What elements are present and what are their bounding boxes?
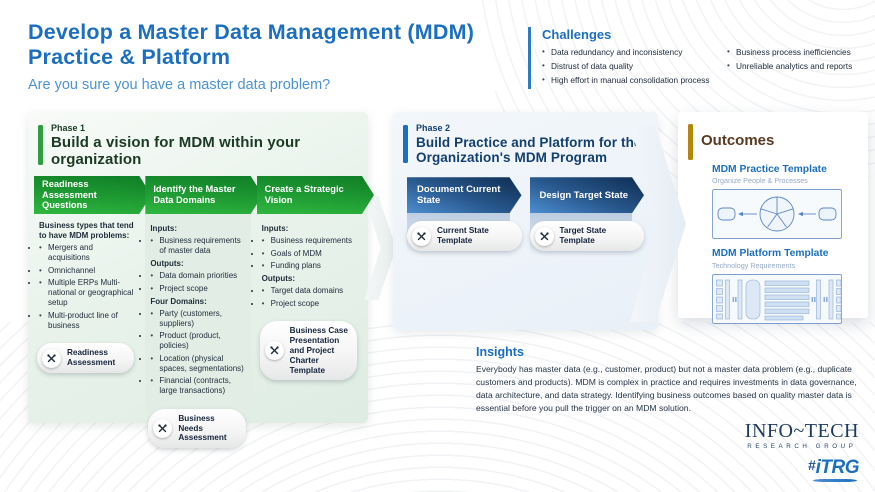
challenge-item: High effort in manual consolidation proc… [542,75,711,85]
tools-icon [534,226,554,246]
readiness-assessment-tool-button[interactable]: Readiness Assessment [37,343,135,373]
phase2-title: Build Practice and Platform for the Orga… [416,135,642,166]
challenges-list-right: Business process inefficiencies Unreliab… [727,47,860,89]
outcome-platform-template: MDM Platform Template Technology Require… [712,248,844,324]
page-subtitle: Are you sure you have a master data prob… [28,76,331,93]
phase2-step-current: Document Current State [407,177,522,256]
phase2-accent-bar [403,125,408,163]
header: Develop a Master Data Management (MDM) P… [28,20,523,93]
bullet-item: Multi-product line of business [39,311,134,331]
phase2-tools: Current State Template Target State Temp… [407,221,644,251]
bullet-item: Funding plans [262,261,357,271]
insights-section: Insights Everybody has master data (e.g.… [476,345,868,415]
step-arrow-readiness: Readiness Assessment Questions [34,176,151,214]
phase2-steps: Document Current State Design Target Sta… [407,177,645,256]
step-arrow-vision: Create a Strategic Vision [257,176,374,214]
domains-label: Four Domains: [150,296,207,306]
tools-icon [412,226,431,246]
business-case-template-button[interactable]: Business Case Presentation and Project C… [259,321,357,381]
phase1-accent-bar [38,125,43,165]
bullet-item: Party (customers, suppliers) [150,309,245,329]
challenge-item: Business process inefficiencies [727,47,860,57]
tool-label: Target State Template [559,226,607,246]
step-arrow-domains: Identify the Master Data Domains [145,176,262,214]
bullet-item: Mergers and acquisitions [39,243,134,263]
challenge-item: Data redundancy and inconsistency [542,47,711,57]
bullet-item: Omnichannel [39,266,134,276]
column-body: Inputs: Business requirements Goals of M… [257,214,362,313]
phase2-step-target: Design Target State [529,177,645,256]
tools-icon [264,341,284,361]
itrg-logo: #iTRG [745,457,860,479]
practice-template-diagram [712,189,842,240]
hash-glyph: # [807,457,816,473]
challenge-item: Unreliable analytics and reports [727,61,860,71]
phase1-title: Build a vision for MDM within your organ… [51,134,301,168]
challenges-list-left: Data redundancy and inconsistency Distru… [542,47,711,89]
bullet-item: Product (product, policies) [150,331,245,351]
itrg-wordmark: iTRG [815,457,860,478]
phase2-header: Phase 2 Build Practice and Platform for … [393,112,658,165]
platform-template-diagram [712,273,842,324]
bullet-item: Project scope [150,284,245,294]
bullet-item: Multiple ERPs Multi-national or geograph… [39,278,134,308]
outputs-label: Outputs: [261,274,295,284]
infotech-logo: INFO~TECH RESEARCH GROUP #iTRG [744,420,860,482]
column-body: Inputs: Business requirements of master … [145,214,250,401]
bullet-item: Data domain priorities [150,271,245,281]
tool-label: Readiness Assessment [67,348,116,368]
phase2-label: Phase 2 [416,123,451,133]
infotech-subtext: RESEARCH GROUP [747,443,857,450]
step-arrow-current-state: Document Current State [407,177,522,213]
current-state-template-button[interactable]: Current State Template [407,221,522,251]
outcomes-panel: Outcomes MDM Practice Template Organize … [678,112,868,324]
outcomes-header: Outcomes [678,112,868,160]
outcome-title: MDM Practice Template [712,164,827,175]
inputs-label: Inputs: [150,224,177,233]
inputs-label: Inputs: [261,224,289,233]
infotech-wordmark: INFO~TECH [744,420,859,442]
tool-label: Current State Template [437,226,489,246]
business-needs-assessment-tool-button[interactable]: Business Needs Assessment [148,408,246,449]
transition-arrow-icon [364,196,396,300]
challenges-columns: Data redundancy and inconsistency Distru… [542,47,860,89]
step-arrow-target-state: Design Target State [530,177,645,213]
outcomes-title: Outcomes [701,132,775,149]
logo-swoosh [813,479,857,482]
phase1-label: Phase 1 [51,123,86,133]
insights-title: Insights [476,345,524,359]
phase1-column-vision: Create a Strategic Vision Inputs: Busine… [257,176,362,415]
bullet-item: Target data domains [262,286,357,296]
bullet-item: Business requirements of master data [150,236,245,256]
bullet-item: Project scope [262,299,357,309]
phase1-column-domains: Identify the Master Data Domains Inputs:… [145,176,250,449]
outcomes-accent-bar [688,124,693,160]
phase2-panel: Phase 2 Build Practice and Platform for … [393,112,658,330]
phase1-columns: Readiness Assessment Questions Business … [34,176,362,449]
outcome-subtitle: Organize People & Processes [712,176,808,186]
tool-label: Business Needs Assessment [178,413,227,443]
bullet-item: Goals of MDM [262,249,357,259]
challenges-panel: Challenges Data redundancy and inconsist… [528,27,860,89]
insights-body: Everybody has master data (e.g., custome… [476,364,857,413]
tools-icon [153,419,173,439]
bullet-item: Financial (contracts, large transactions… [150,376,245,396]
outcome-practice-template: MDM Practice Template Organize People & … [712,164,844,240]
bullet-item: Business requirements [262,236,357,246]
page-title: Develop a Master Data Management (MDM) P… [28,20,475,69]
challenges-title: Challenges [542,27,612,42]
challenge-item: Distrust of data quality [542,61,711,71]
column-body: Business types that tend to have MDM pro… [34,214,139,335]
outcome-subtitle: Technology Requirements [712,260,796,270]
phase1-panel: Phase 1 Build a vision for MDM within yo… [28,112,368,449]
outcome-title: MDM Platform Template [712,248,829,260]
target-state-template-button[interactable]: Target State Template [529,221,644,251]
intro-label: Business types that tend to have MDM pro… [39,221,134,240]
tools-icon [42,348,61,368]
bullet-item: Location (physical spaces, segmentations… [150,354,245,374]
outputs-label: Outputs: [150,259,184,269]
phase1-header: Phase 1 Build a vision for MDM within yo… [28,112,368,169]
phase1-column-readiness: Readiness Assessment Questions Business … [34,176,139,415]
tool-label: Business Case Presentation and Project C… [289,326,348,375]
